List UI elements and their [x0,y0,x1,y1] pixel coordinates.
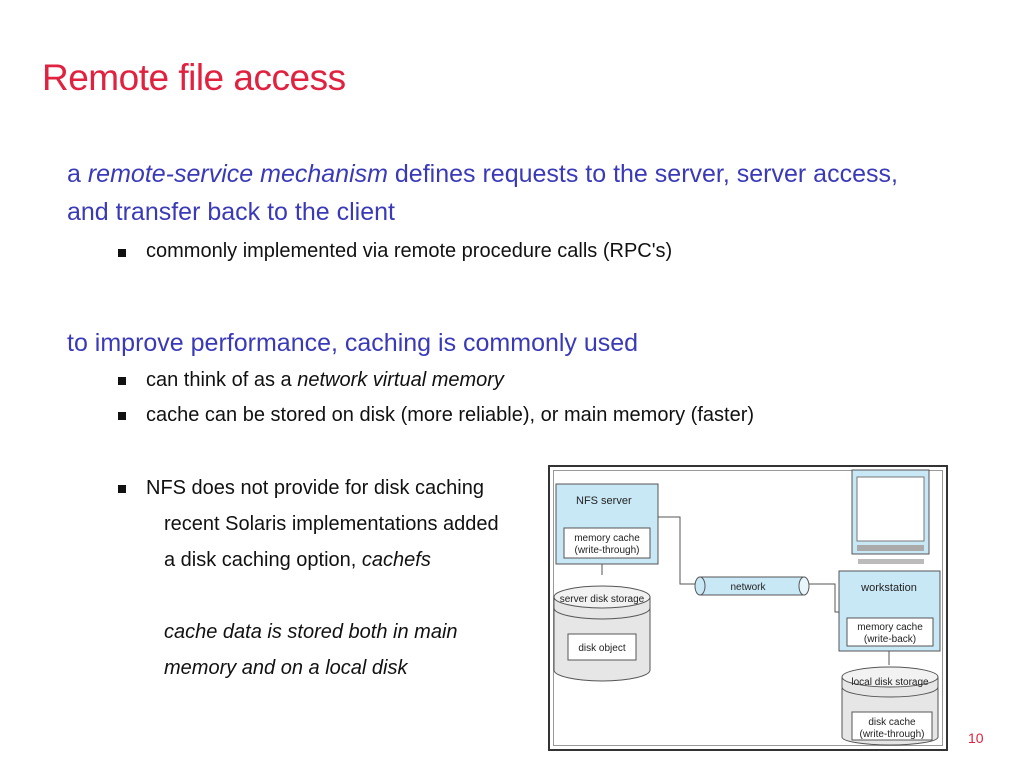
workstation-monitor-icon [851,469,930,564]
p1-post: defines requests to the server, server a… [387,160,898,188]
bullet-marker [118,412,126,420]
workstation-memory-cache-box [846,617,934,647]
nfs-server-label: NFS server [576,495,632,507]
local-cache-label-1: disk cache [868,717,916,728]
p1-pre: a [67,160,88,188]
note-line-1: cache data is stored both in main [164,621,458,643]
paragraph-1-line-1: a remote-service mechanism defines reque… [67,155,898,193]
server-disk-label: server disk storage [560,594,645,605]
caching-diagram: NFS server memory cache (write-through) … [548,465,948,751]
b1-pre: can think of as a [146,369,298,391]
b3-l3-emphasis: cachefs [361,549,431,571]
paragraph-2: to improve performance, caching is commo… [67,329,639,357]
p1-bullet-text: commonly implemented via remote procedur… [146,240,673,262]
bullet-marker [118,249,126,257]
network-pipe [694,576,810,596]
disk-object-box [567,633,637,661]
local-disk-label: local disk storage [851,677,929,688]
b3-l3-pre: a disk caching option, [164,549,362,571]
workstation-label: workstation [860,582,917,594]
network-label: network [730,582,766,593]
p2-bullet-1: can think of as a network virtual memory [146,369,504,392]
server-cache-label-2: (write-through) [574,545,639,556]
note-line-2: memory and on a local disk [164,657,408,679]
disk-object-label: disk object [578,643,625,654]
server-cache-label-1: memory cache [574,533,640,544]
slide-title: Remote file access [42,57,346,98]
diagram-svg: NFS server memory cache (write-through) … [553,469,941,746]
p2-bullet-3: NFS does not provide for disk caching [146,477,484,499]
paragraph-1-line-2: and transfer back to the client [67,198,395,226]
server-memory-cache-box [563,527,651,559]
p2-bullet-2: cache can be stored on disk (more reliab… [146,404,755,426]
p1-emphasis: remote-service mechanism [87,160,388,188]
page-number: 10 [968,730,984,746]
p2-bullet-3-line-3: a disk caching option, cachefs [164,549,431,572]
bullet-marker [118,485,126,493]
local-disk-cache-box [851,711,933,741]
local-cache-label-2: (write-through) [859,729,924,740]
p2-bullet-3-line-2: recent Solaris implementations added [164,513,499,535]
b1-emphasis: network virtual memory [297,369,504,391]
ws-cache-label-2: (write-back) [864,634,916,645]
bullet-marker [118,377,126,385]
ws-cache-label-1: memory cache [857,622,923,633]
